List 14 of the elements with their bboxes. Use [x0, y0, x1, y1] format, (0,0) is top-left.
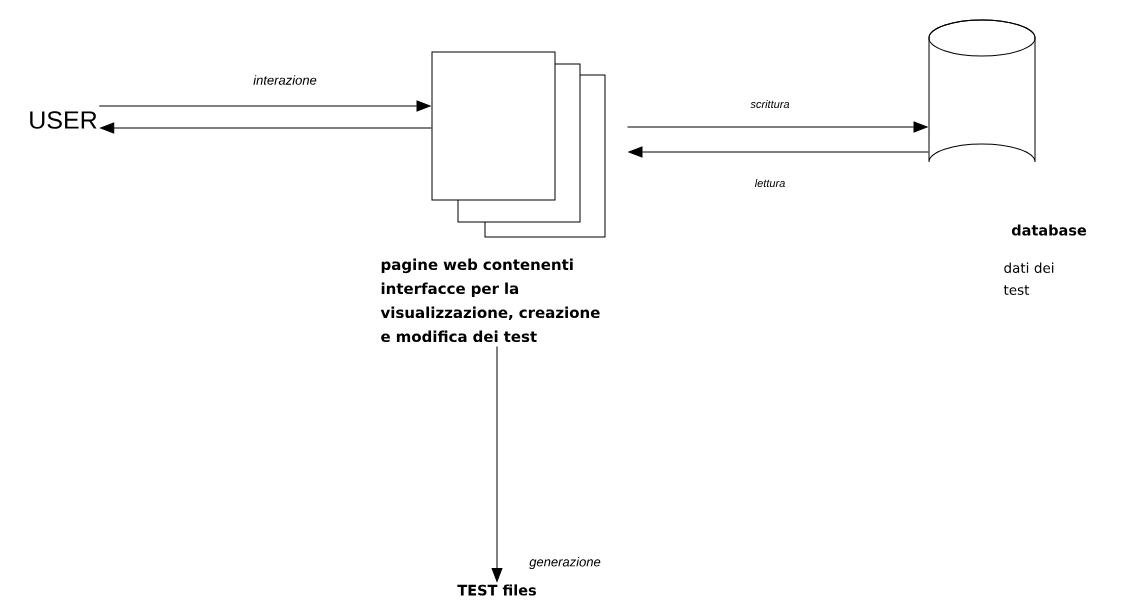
- edge-label: lettura: [753, 177, 787, 189]
- output-label: TEST files: [457, 584, 536, 596]
- arrow: [627, 121, 928, 133]
- user-label: USER: [30, 111, 97, 129]
- arrow: [628, 146, 929, 158]
- arrow: [491, 346, 503, 582]
- description-text: dati dei test: [1003, 262, 1054, 295]
- arrow: [100, 122, 432, 134]
- edge-label: generazione: [528, 555, 602, 571]
- arrow: [98, 100, 431, 112]
- edge-label: interazione: [252, 74, 318, 86]
- database-label: database: [1011, 224, 1087, 236]
- edge-label: scrittura: [749, 98, 791, 110]
- caption-text: pagine web contenenti interfacce per la visualizzazione, creazione e modifica dei test: [380, 258, 600, 343]
